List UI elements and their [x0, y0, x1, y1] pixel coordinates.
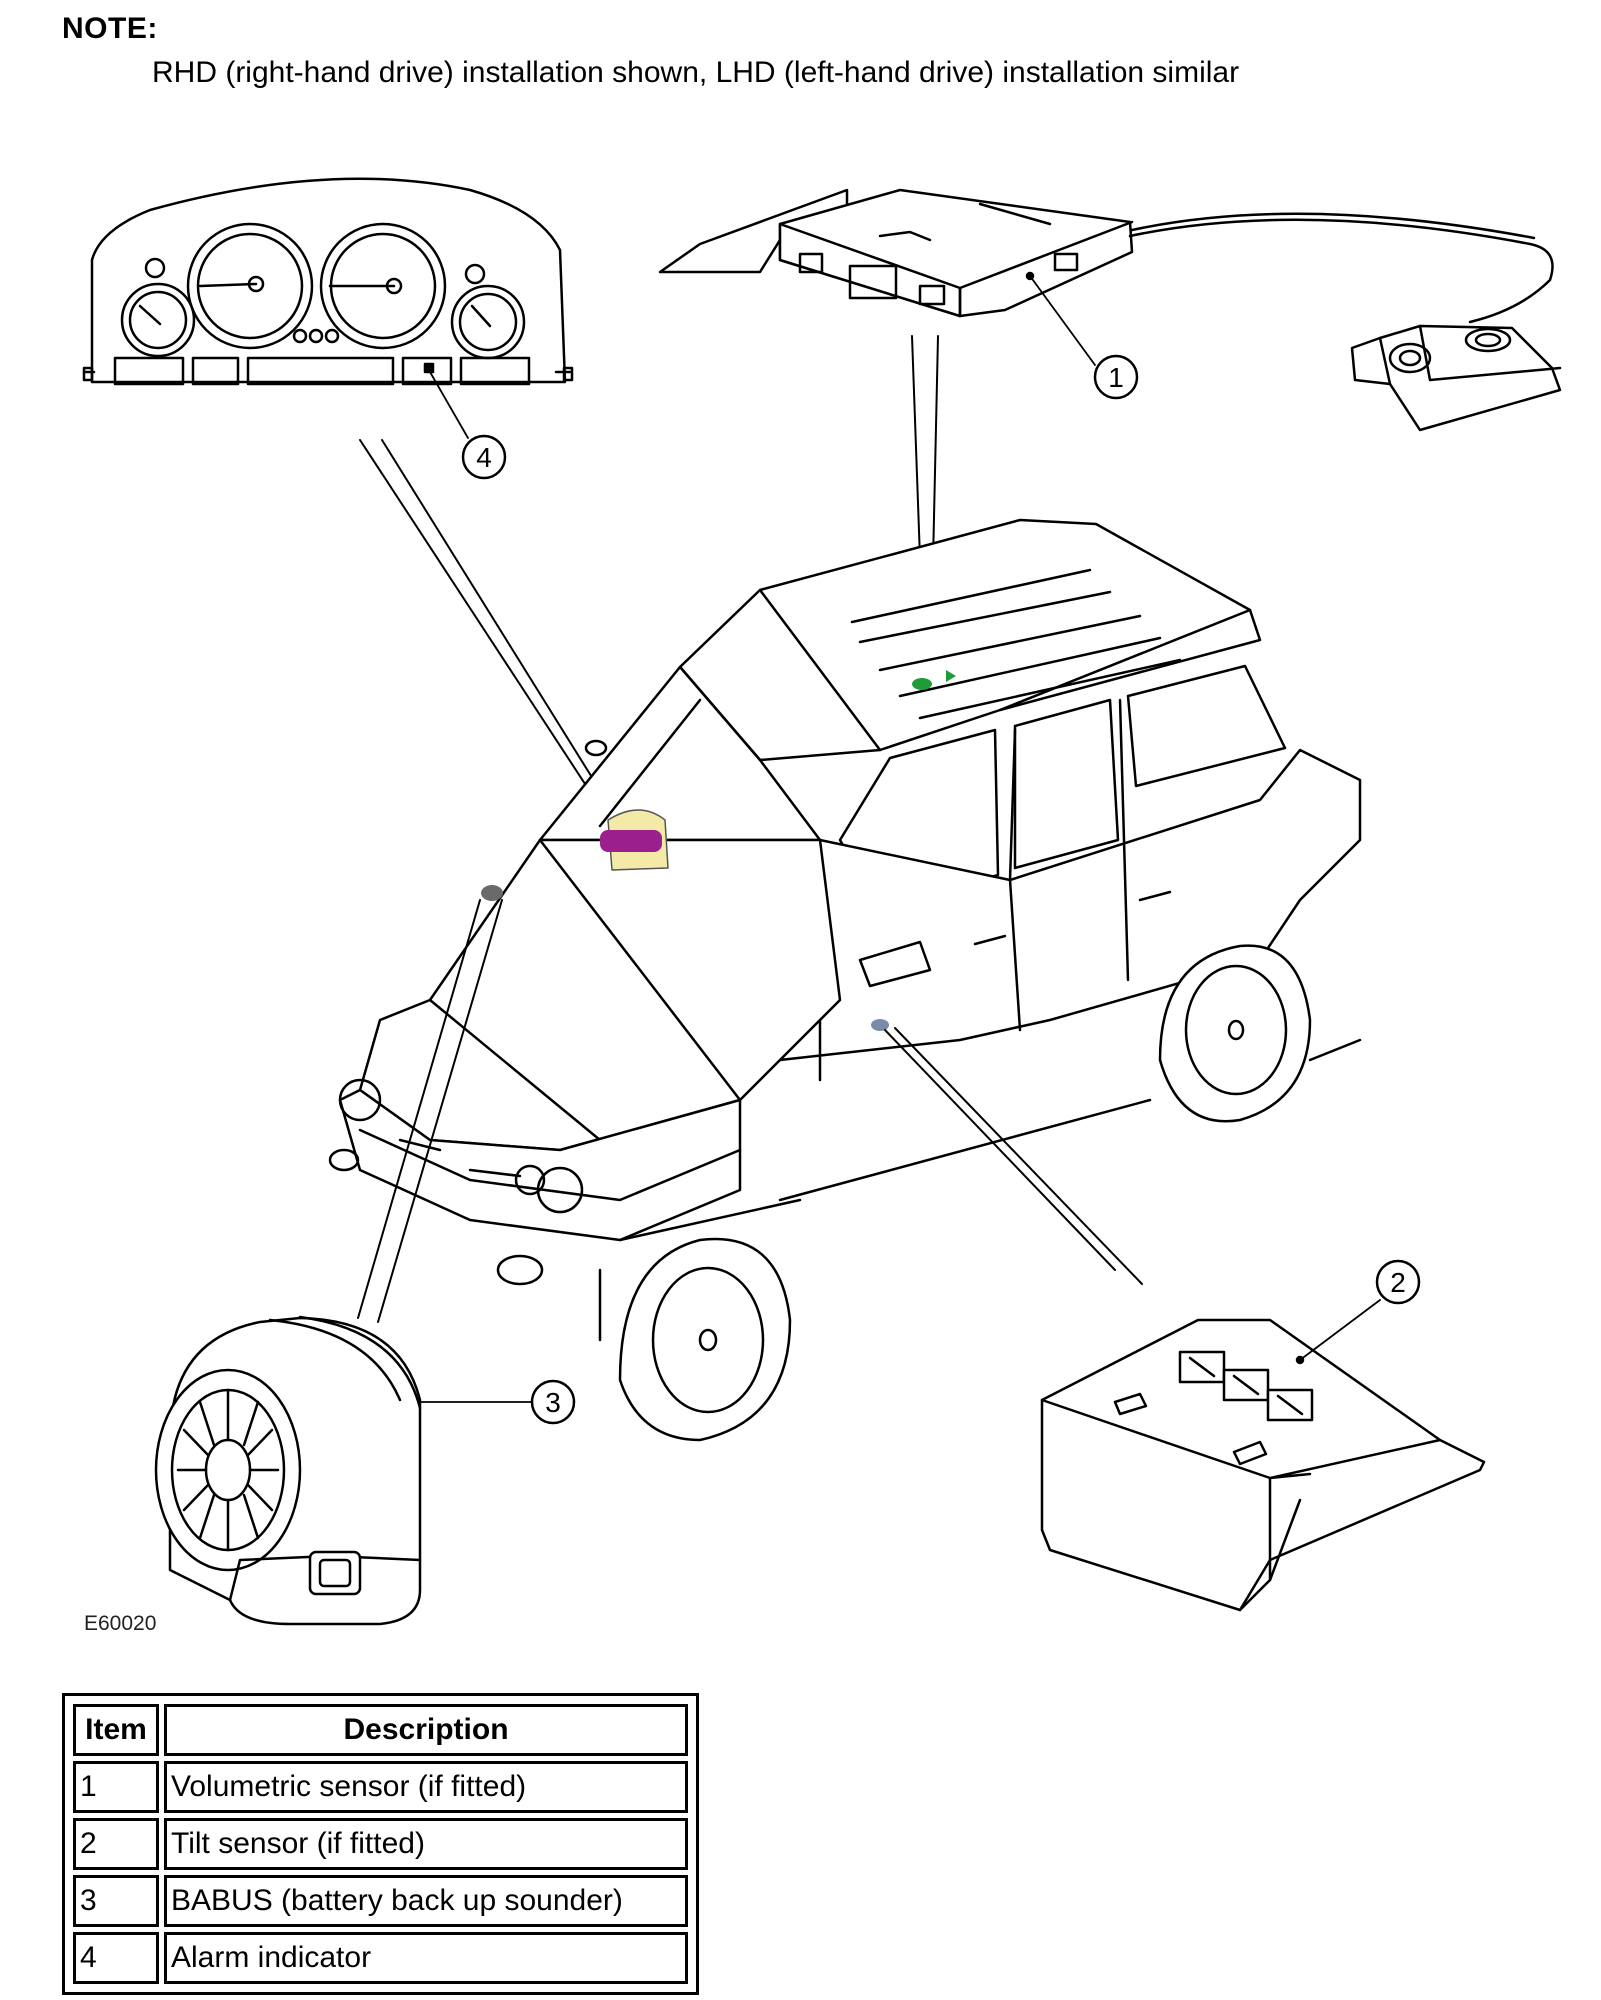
- header-description: Description: [164, 1704, 688, 1756]
- callout-4-number: 4: [476, 442, 492, 473]
- alarm-indicator-location-highlight: [600, 830, 662, 852]
- header-item: Item: [73, 1704, 159, 1756]
- callout-4-circle: [461, 434, 507, 480]
- row-item: 2: [73, 1818, 159, 1870]
- tilt-sensor-location-highlight: [871, 1019, 889, 1031]
- legend-table: Item Description 1 Volumetric sensor (if…: [68, 1699, 693, 1989]
- babus-sounder-illustration: [154, 1315, 533, 1626]
- legend-header-row: Item Description: [73, 1704, 688, 1756]
- row-description: Tilt sensor (if fitted): [164, 1818, 688, 1870]
- callout-2-circle: [1375, 1259, 1421, 1305]
- figure-id: E60020: [84, 1612, 156, 1635]
- note-text: RHD (right-hand drive) installation show…: [152, 56, 1240, 89]
- legend-table-frame: Item Description 1 Volumetric sensor (if…: [62, 1693, 699, 1995]
- alarm-indicator-lamp: [423, 362, 435, 374]
- note-heading: NOTE:: [62, 12, 158, 45]
- row-description: Volumetric sensor (if fitted): [164, 1761, 688, 1813]
- instrument-cluster-illustration: [82, 177, 574, 439]
- table-row: 1 Volumetric sensor (if fitted): [73, 1761, 688, 1813]
- sounder-location-highlight: [481, 885, 503, 901]
- table-row: 2 Tilt sensor (if fitted): [73, 1818, 688, 1870]
- row-item: 1: [73, 1761, 159, 1813]
- row-description: BABUS (battery back up sounder): [164, 1875, 688, 1927]
- callout-1-circle: [1093, 354, 1139, 400]
- vehicle-illustration: [328, 518, 1362, 1442]
- row-item: 4: [73, 1932, 159, 1984]
- row-item: 3: [73, 1875, 159, 1927]
- installation-diagram: 1 2 3 4 E60020: [82, 177, 1562, 1635]
- callout-2-number: 2: [1390, 1267, 1406, 1298]
- callout-1-number: 1: [1108, 362, 1124, 393]
- volumetric-sensor-illustration: [658, 188, 1562, 432]
- table-row: 4 Alarm indicator: [73, 1932, 688, 1984]
- callout-3-number: 3: [545, 1387, 561, 1418]
- callout-3-circle: [530, 1379, 576, 1425]
- table-row: 3 BABUS (battery back up sounder): [73, 1875, 688, 1927]
- row-description: Alarm indicator: [164, 1932, 688, 1984]
- volumetric-sensor-location-highlight: [912, 678, 932, 690]
- tilt-sensor-illustration: [1040, 1299, 1486, 1612]
